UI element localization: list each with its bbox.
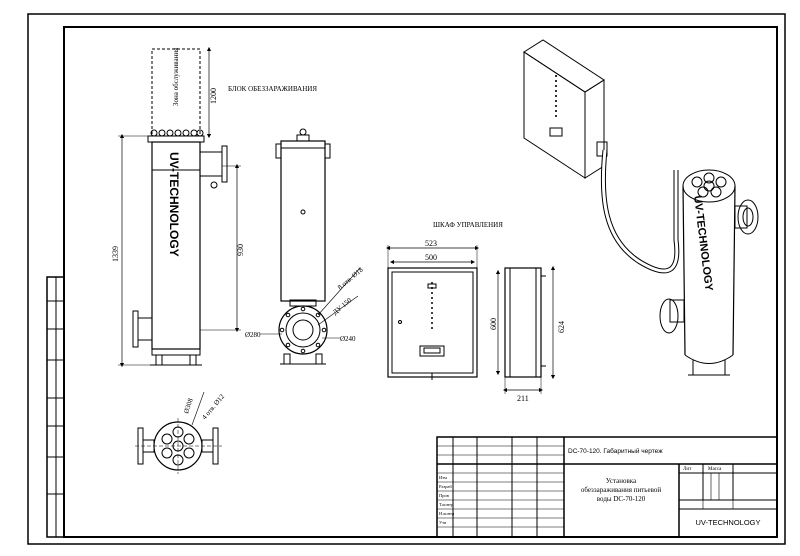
dim-cab-depth: 211 [517,394,529,403]
mass-label: Масса [708,467,722,472]
dim-du-150: ДУ 150 [331,296,353,317]
cabinet-front-view: ШКАФ УПРАВЛЕНИЯ 523 500 [385,221,503,380]
row-label-5: Утв [439,520,446,525]
row-label-1: Разраб [439,484,453,489]
lit-label: Лит [683,467,692,472]
dim-total-height: 1339 [111,246,120,262]
product-line-3: воды DC-70-120 [597,495,646,503]
dim-service-height: 1200 [209,88,218,104]
product-line-1: Установка [606,477,637,485]
dim-holes-8: 8 отв. Ø18 [336,265,365,291]
front-view-dimensions: 1339 1200 930 БЛОК ОБЕЗЗАРАЖИВАНИЯ [111,46,317,368]
row-label-3: Т.контр [439,502,454,507]
dim-cab-height-outer: 624 [557,321,566,333]
dim-cab-width-outer: 523 [425,239,437,248]
row-label-2: Пров [439,493,449,498]
company-name: UV-TECHNOLOGY [695,518,760,527]
uv-block-side-view [275,128,331,365]
block-title: БЛОК ОБЕЗЗАРАЖИВАНИЯ [228,85,317,93]
side-view-dimensions: 8 отв. Ø18 ДУ 150 Ø240 Ø280 [245,265,365,343]
row-label-0: Изм [439,475,447,480]
dim-d280: Ø280 [245,331,261,339]
dim-cab-width-inner: 500 [425,253,437,262]
row-label-4: Н.контр [439,511,455,516]
dim-cab-height-inner: 600 [489,318,498,330]
service-zone-label-1: Зона обслуживания [172,47,180,106]
product-line-2: обеззараживания питьевой [581,486,661,494]
dim-inlet-height: 930 [236,244,245,256]
dim-holes-4: 4 отв. Ø12 [200,392,226,421]
uv-block-front-view: Зона обслуживания UV-TECHNOLOGY [132,47,228,366]
cabinet-side-view: 600 624 211 [489,265,566,403]
sheet-frame [27,13,786,545]
title-block: DC-70-120. Габаритный чертеж Установка о… [436,436,778,538]
dim-d308: Ø308 [182,397,195,415]
brand-vertical-text-iso: UV-TECHNOLOGY [691,195,715,292]
uv-block-top-view: Ø308 4 отв. Ø12 [135,391,227,474]
brand-vertical-text: UV-TECHNOLOGY [167,152,181,257]
dim-d240: Ø240 [340,335,356,343]
cabinet-title: ШКАФ УПРАВЛЕНИЯ [433,221,503,229]
doc-code: DC-70-120. Габаритный чертеж [568,447,663,455]
